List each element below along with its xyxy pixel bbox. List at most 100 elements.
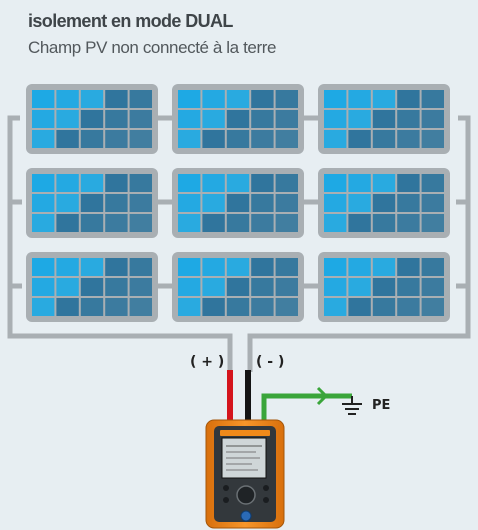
pv-cell — [324, 214, 347, 232]
pv-cell — [275, 258, 298, 276]
pv-cell — [56, 174, 79, 192]
pv-cell — [32, 194, 55, 212]
pv-cell — [226, 298, 250, 316]
diagram-title: isolement en mode DUAL — [28, 11, 233, 31]
pv-cell — [348, 110, 371, 128]
pv-cell — [372, 214, 396, 232]
pv-cell — [56, 194, 79, 212]
pv-cell — [129, 214, 152, 232]
pv-cell — [275, 298, 298, 316]
pv-module — [172, 168, 304, 238]
pv-cell — [226, 214, 250, 232]
pv-cell — [105, 214, 128, 232]
pv-cell — [421, 258, 444, 276]
pv-cell — [275, 174, 298, 192]
pv-cell — [324, 174, 347, 192]
pv-cell — [32, 90, 55, 108]
pv-cell — [251, 194, 274, 212]
pv-cell — [324, 298, 347, 316]
pv-cell — [372, 194, 396, 212]
pv-cell — [129, 90, 152, 108]
pv-cell — [129, 110, 152, 128]
pv-cell — [324, 90, 347, 108]
pv-cell — [178, 194, 201, 212]
pv-cell — [178, 90, 201, 108]
pv-module — [318, 252, 450, 322]
pv-cell — [80, 110, 104, 128]
pv-cell — [372, 110, 396, 128]
pv-cell — [372, 174, 396, 192]
negative-label: ( - ) — [256, 354, 284, 370]
pv-cell — [397, 278, 420, 296]
pv-cell — [275, 194, 298, 212]
pv-cell — [397, 258, 420, 276]
pv-cell — [348, 258, 371, 276]
pv-cell — [348, 278, 371, 296]
pv-cell — [105, 298, 128, 316]
pv-cell — [251, 110, 274, 128]
pv-cell — [251, 278, 274, 296]
pv-cell — [275, 130, 298, 148]
pv-cell — [202, 258, 225, 276]
pv-cell — [372, 258, 396, 276]
pv-cell — [397, 90, 420, 108]
pv-cell — [275, 278, 298, 296]
pv-cell — [178, 298, 201, 316]
pv-cell — [226, 110, 250, 128]
pv-module — [318, 84, 450, 154]
pv-cell — [251, 258, 274, 276]
pv-cell — [372, 90, 396, 108]
pv-cell — [32, 110, 55, 128]
pv-cell — [226, 194, 250, 212]
pv-cell — [372, 130, 396, 148]
earth-label: PE — [372, 398, 390, 413]
device-go-button — [240, 510, 252, 522]
pv-cell — [105, 278, 128, 296]
pv-cell — [129, 258, 152, 276]
pv-cell — [421, 298, 444, 316]
pv-module — [172, 84, 304, 154]
pv-cell — [421, 90, 444, 108]
pv-cell — [56, 298, 79, 316]
pv-cell — [80, 174, 104, 192]
pv-cell — [202, 278, 225, 296]
pv-cell — [202, 214, 225, 232]
pv-cell — [397, 130, 420, 148]
pv-cell — [226, 130, 250, 148]
pv-cell — [178, 214, 201, 232]
pv-cell — [397, 174, 420, 192]
pv-cell — [226, 278, 250, 296]
pv-cell — [105, 110, 128, 128]
pv-cell — [421, 214, 444, 232]
positive-label: ( + ) — [190, 354, 224, 370]
pv-cell — [129, 278, 152, 296]
pv-cell — [32, 298, 55, 316]
pv-cell — [105, 258, 128, 276]
pv-cell — [397, 214, 420, 232]
pv-cell — [275, 110, 298, 128]
pv-cell — [348, 174, 371, 192]
pv-cell — [80, 90, 104, 108]
pv-cell — [348, 194, 371, 212]
pv-cell — [275, 214, 298, 232]
pv-cell — [178, 278, 201, 296]
pv-cell — [178, 110, 201, 128]
pv-cell — [129, 194, 152, 212]
pv-cell — [80, 214, 104, 232]
pv-cell — [105, 90, 128, 108]
pv-cell — [397, 298, 420, 316]
pv-cell — [348, 214, 371, 232]
pv-cell — [324, 194, 347, 212]
pv-cell — [178, 174, 201, 192]
pv-cell — [56, 278, 79, 296]
pv-cell — [421, 194, 444, 212]
pv-cell — [32, 258, 55, 276]
pv-cell — [251, 298, 274, 316]
pv-cell — [324, 258, 347, 276]
pv-cell — [421, 110, 444, 128]
pv-cell — [32, 174, 55, 192]
pv-cell — [56, 130, 79, 148]
pv-cell — [251, 174, 274, 192]
pv-cell — [251, 130, 274, 148]
